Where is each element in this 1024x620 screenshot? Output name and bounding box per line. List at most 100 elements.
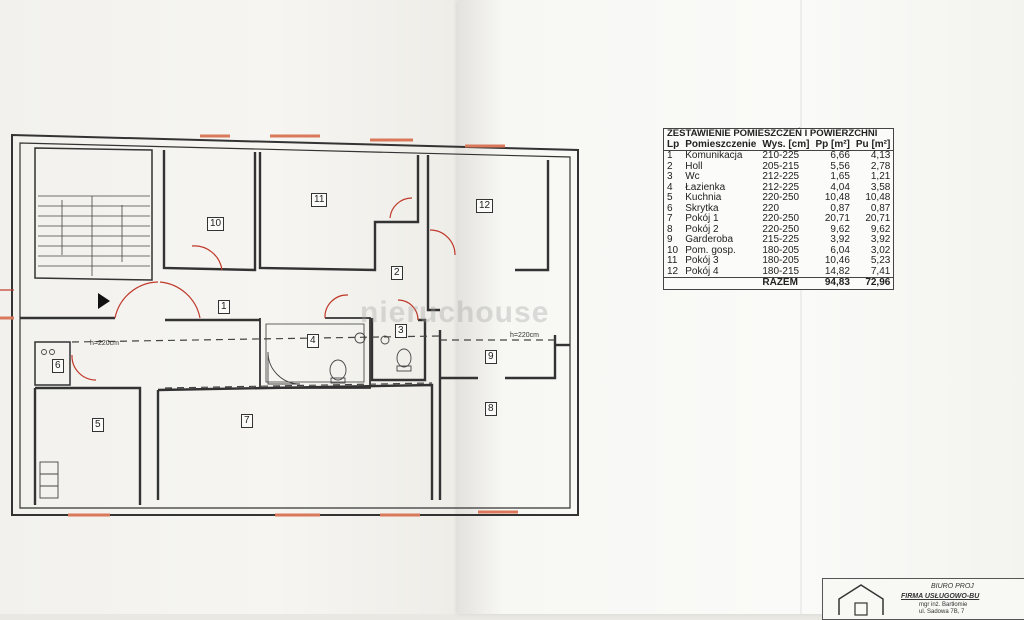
header-name: Pomieszczenie [685,138,757,150]
cell-pp: 5,56 [830,160,850,172]
watermark-text: nieruchouse [360,296,550,329]
table-row: 5 Kuchnia 220-250 10,48 10,48 [664,192,894,204]
header-pp: Pp [m²] [815,138,850,150]
cell-height: 220-250 [762,213,800,224]
right-sheet [458,0,1024,614]
room-area-table: ZESTAWIENIE POMIESZCZEŃ I POWIERZCHNI Lp… [663,128,895,290]
cell-pu: 3,58 [870,181,891,193]
cell-pp: 4,04 [830,181,850,193]
cell-height: 215-225 [762,234,800,245]
cell-height: 180-215 [762,265,800,277]
cell-pu: 0,87 [870,202,891,214]
room-label-10: 10 [207,217,225,231]
cell-height: 180-205 [762,244,800,256]
cell-lp: 2 [667,160,673,172]
table-title: ZESTAWIENIE POMIESZCZEŃ I POWIERZCHNI [667,128,878,139]
cell-pu: 7,41 [870,265,891,277]
paper-fold [800,0,802,614]
cell-pp: 1,65 [830,171,850,182]
total-pu: 72,96 [852,277,894,289]
table-row: 3 Wc 212-225 1,65 1,21 [664,171,894,183]
cell-pp: 20,71 [824,213,850,224]
cell-pp: 0,87 [830,202,850,214]
cell-pu: 5,23 [870,255,891,266]
cell-name: Pokój 4 [685,265,719,277]
floor-plan [0,133,579,517]
cell-name: Holl [685,160,703,172]
cell-lp: 10 [667,244,679,256]
height-label-right: h=220cm [510,332,539,339]
cell-lp: 5 [667,192,673,203]
cell-height: 220 [762,202,780,214]
cell-lp: 11 [667,255,678,266]
header-lp: Lp [667,138,680,150]
cell-name: Komunikacja [685,150,743,161]
cell-height: 220-250 [762,192,800,203]
room-label-7: 7 [241,414,253,428]
stamp-line-2: FIRMA USŁUGOWO-BU [901,593,980,600]
cell-lp: 9 [667,234,673,245]
table-row: 7 Pokój 1 220-250 20,71 20,71 [664,213,894,225]
height-label-left: h=220cm [90,340,119,347]
header-pu: Pu [m²] [855,138,891,150]
windows [0,134,518,517]
cell-pu: 3,92 [870,234,891,245]
cell-name: Kuchnia [685,192,722,203]
cell-pp: 14,82 [824,265,850,277]
stamp-line-1: BIURO PROJ [931,583,974,590]
doors [0,197,456,381]
house-logo-icon [838,584,884,616]
ceiling-lines [71,335,555,389]
cell-name: Pokój 1 [685,213,719,224]
room-label-9: 9 [485,350,497,364]
cell-name: Wc [685,171,700,182]
cell-name: Skrytka [685,202,719,214]
cell-name: Garderoba [685,234,734,245]
office-stamp: BIURO PROJ FIRMA USŁUGOWO-BU mgr inż. Ba… [822,578,1024,620]
cell-pu: 3,02 [870,244,891,256]
cell-pp: 9,62 [830,223,850,235]
cell-pp: 3,92 [830,234,850,245]
plan-walls [11,133,579,516]
room-label-4: 4 [307,334,319,348]
table-row: 9 Garderoba 215-225 3,92 3,92 [664,234,894,246]
table-row: 4 Łazienka 212-225 4,04 3,58 [664,181,894,194]
cell-pp: 6,04 [830,244,850,256]
table-row: 6 Skrytka 220 0,87 0,87 [664,202,894,215]
cell-height: 220-250 [762,223,800,235]
room-label-3: 3 [395,324,407,338]
cell-pp: 6,66 [830,150,850,161]
cell-pu: 20,71 [865,213,891,224]
cell-lp: 8 [667,223,673,235]
staircase [38,195,150,276]
entrance-arrow [98,293,110,309]
cell-name: Łazienka [685,181,726,193]
cell-lp: 12 [667,265,679,277]
cell-pu: 9,62 [870,223,891,235]
cell-height: 212-225 [762,181,800,193]
total-pp: 94,83 [812,277,853,289]
cell-pu: 1,21 [870,171,891,182]
cell-pp: 10,48 [824,192,850,203]
stamp-line-3: mgr inż. Bartłomie [919,602,968,608]
cell-height: 205-215 [762,160,800,172]
cell-pu: 4,13 [870,150,891,161]
cell-name: Pokój 3 [685,255,719,266]
cell-lp: 1 [667,150,673,161]
cell-lp: 3 [667,171,673,182]
room-label-5: 5 [92,418,104,432]
cell-height: 212-225 [762,171,800,182]
cell-lp: 7 [667,213,673,224]
cell-lp: 6 [667,202,673,214]
total-label: RAZEM [759,277,813,289]
cell-pp: 10,46 [824,255,850,266]
cell-height: 180-205 [762,255,800,266]
fixtures [39,332,412,499]
cell-lp: 4 [667,181,673,193]
cell-pu: 10,48 [865,192,891,203]
room-label-8: 8 [485,402,497,416]
